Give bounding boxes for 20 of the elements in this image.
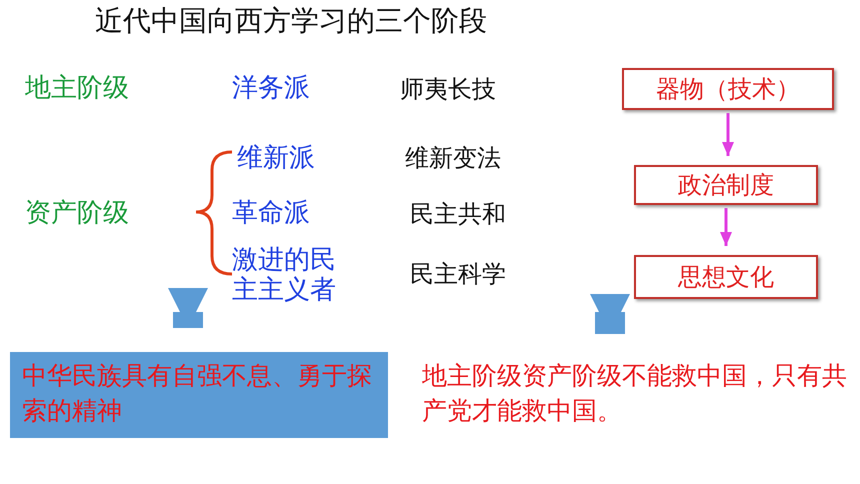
arrow xyxy=(720,208,732,246)
label-text: 激进的民主主义者 xyxy=(232,246,337,306)
arrow xyxy=(590,294,630,334)
conclusion-box: 中华民族具有自强不息、勇于探索的精神 xyxy=(10,352,388,438)
label-text: 地主阶级 xyxy=(25,74,129,104)
label-text: 维新变法 xyxy=(405,145,501,173)
arrow xyxy=(168,288,208,328)
label-text: 资产阶级 xyxy=(25,199,129,229)
arrow xyxy=(722,113,734,156)
label-text: 维新派 xyxy=(237,144,315,174)
title: 近代中国向西方学习的三个阶段 xyxy=(95,3,487,39)
label-text: 革命派 xyxy=(232,199,310,229)
label-text: 民主科学 xyxy=(410,261,506,289)
conclusion-text: 地主阶级资产阶级不能救中国，只有共产党才能救中国。 xyxy=(422,358,854,428)
label-text: 师夷长技 xyxy=(400,76,496,104)
process-box: 器物（技术） xyxy=(622,68,834,110)
process-box: 政治制度 xyxy=(634,165,818,205)
process-box: 思想文化 xyxy=(634,255,818,299)
label-text: 洋务派 xyxy=(232,74,310,104)
label-text: 民主共和 xyxy=(410,201,506,229)
